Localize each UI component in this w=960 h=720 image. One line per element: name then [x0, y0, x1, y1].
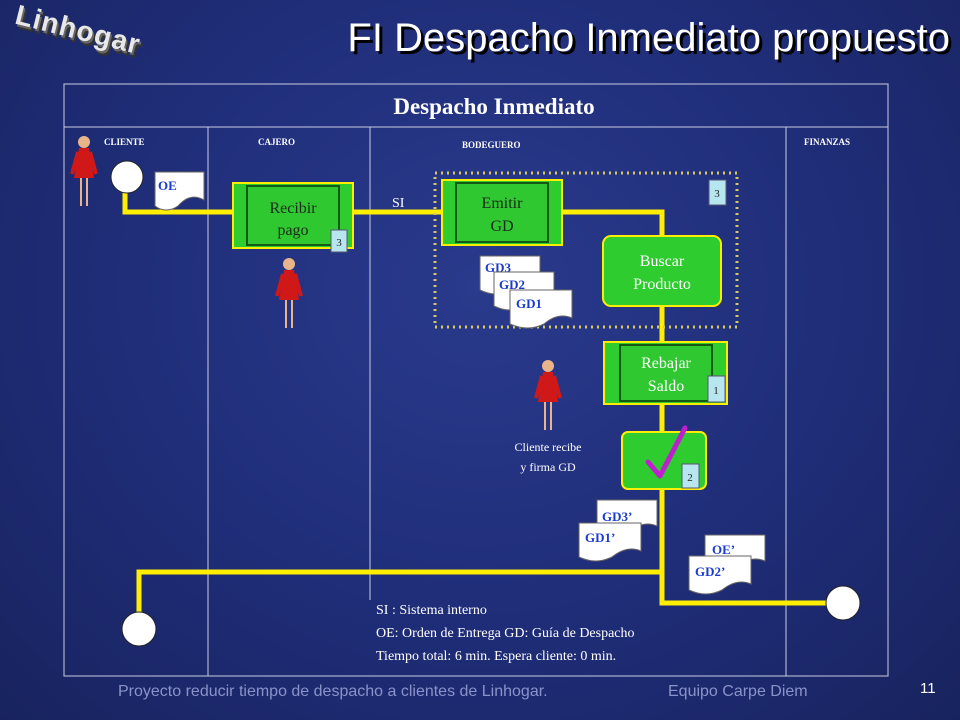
cliente-note-line2: y firma GD — [520, 460, 576, 474]
flow-lines — [122, 192, 826, 612]
svg-text:OE: OE — [158, 178, 177, 193]
end-node-cliente — [121, 611, 157, 647]
process-emitir-gd: Emitir GD — [441, 179, 563, 246]
person-figure-cliente — [70, 136, 98, 206]
process-buscar-producto: Buscar Producto — [602, 235, 722, 307]
svg-text:pago: pago — [277, 222, 308, 239]
si-label: SI — [392, 196, 405, 211]
legend-line2: OE: Orden de Entrega GD: Guía de Despach… — [376, 626, 635, 641]
svg-text:GD3: GD3 — [485, 260, 512, 275]
svg-text:Emitir: Emitir — [482, 195, 524, 212]
process-recibir-pago: Recibir pago — [232, 182, 354, 249]
doc-stack-oe-prime: OE’ GD2’ — [688, 534, 766, 595]
start-node — [110, 160, 144, 194]
process-rebajar-saldo: Rebajar Saldo — [603, 341, 728, 405]
badge-emitir-gd: 3 — [708, 179, 727, 206]
cliente-note-line1: Cliente recibe — [515, 440, 582, 454]
checkmark-icon — [645, 425, 688, 479]
svg-text:Buscar: Buscar — [640, 253, 685, 270]
lane-cajero: CAJERO — [258, 137, 295, 147]
slide-number: 11 — [920, 680, 936, 697]
footer-project: Proyecto reducir tiempo de despacho a cl… — [118, 683, 548, 700]
badge-check: 2 — [681, 463, 700, 489]
lane-bodeguero: BODEGUERO — [462, 140, 521, 150]
badge-recibir-pago: 3 — [330, 229, 348, 253]
svg-text:Saldo: Saldo — [648, 378, 684, 395]
diagram-frame — [63, 83, 889, 677]
legend-line1: SI : Sistema interno — [376, 603, 487, 618]
doc-stack-gd: GD3 GD2 GD1 — [479, 255, 573, 329]
svg-text:3: 3 — [714, 188, 720, 200]
svg-text:GD1: GD1 — [516, 296, 542, 311]
svg-text:Rebajar: Rebajar — [641, 355, 691, 372]
person-figure-cajero — [275, 258, 303, 328]
emitir-group-boundary — [433, 171, 739, 329]
svg-text:GD2: GD2 — [499, 277, 525, 292]
svg-text:3: 3 — [336, 237, 342, 249]
svg-text:1: 1 — [713, 385, 719, 397]
person-figure-cliente-recibe — [534, 360, 562, 430]
svg-text:2: 2 — [687, 472, 693, 484]
slide-title: FI Despacho Inmediato propuesto — [347, 16, 950, 60]
lane-finanzas: FINANZAS — [804, 137, 850, 147]
badge-rebajar-saldo: 1 — [707, 375, 726, 403]
svg-text:GD: GD — [490, 218, 513, 235]
doc-oe: OE — [154, 171, 205, 211]
svg-text:GD3’: GD3’ — [602, 509, 632, 524]
svg-text:GD1’: GD1’ — [585, 530, 615, 545]
svg-text:GD2’: GD2’ — [695, 564, 725, 579]
lane-cliente: CLIENTE — [104, 137, 145, 147]
diagram-header: Despacho Inmediato — [393, 94, 594, 119]
end-node-finanzas — [825, 585, 861, 621]
footer-team: Equipo Carpe Diem — [668, 683, 808, 700]
svg-text:Producto: Producto — [633, 276, 691, 293]
svg-text:OE’: OE’ — [712, 542, 735, 557]
legend-line3: Tiempo total: 6 min. Espera cliente: 0 m… — [376, 649, 616, 664]
doc-stack-gd-prime: GD3’ GD1’ — [578, 499, 658, 562]
svg-text:Recibir: Recibir — [269, 200, 317, 217]
